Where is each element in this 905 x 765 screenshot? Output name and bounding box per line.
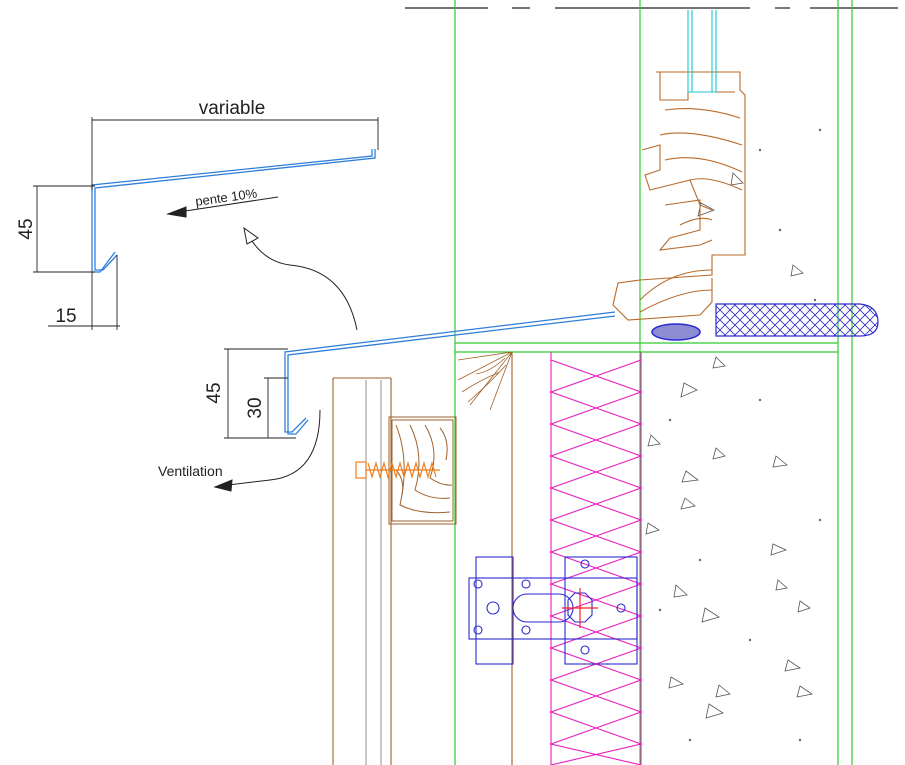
slope-arrow [165, 196, 279, 218]
glazing [687, 10, 717, 93]
label-variable: variable [199, 98, 266, 119]
label-ventilation: Ventilation [158, 463, 223, 479]
label-dim-15: 15 [55, 306, 76, 327]
label-dim-45-top: 45 [16, 218, 37, 239]
label-slope: pente 10% [194, 185, 258, 209]
metal-bracket [468, 556, 638, 665]
sill-insulation [715, 303, 879, 337]
screw-icon [355, 460, 440, 480]
window-frame [612, 71, 746, 321]
flashing-detail-top [91, 149, 376, 273]
leader-arrows [213, 226, 358, 492]
cladding-batten [332, 352, 513, 765]
label-dim-45-bottom: 45 [204, 382, 225, 403]
flashing-detail-main [284, 311, 616, 435]
seal-gasket [651, 323, 701, 341]
dimension-lines [33, 117, 379, 439]
wood-fibre [457, 351, 513, 411]
concrete-wall [645, 128, 822, 742]
label-dim-30: 30 [245, 397, 266, 418]
wall-outline [454, 0, 853, 765]
insulation [549, 352, 643, 765]
bracket-cutline [562, 588, 598, 628]
